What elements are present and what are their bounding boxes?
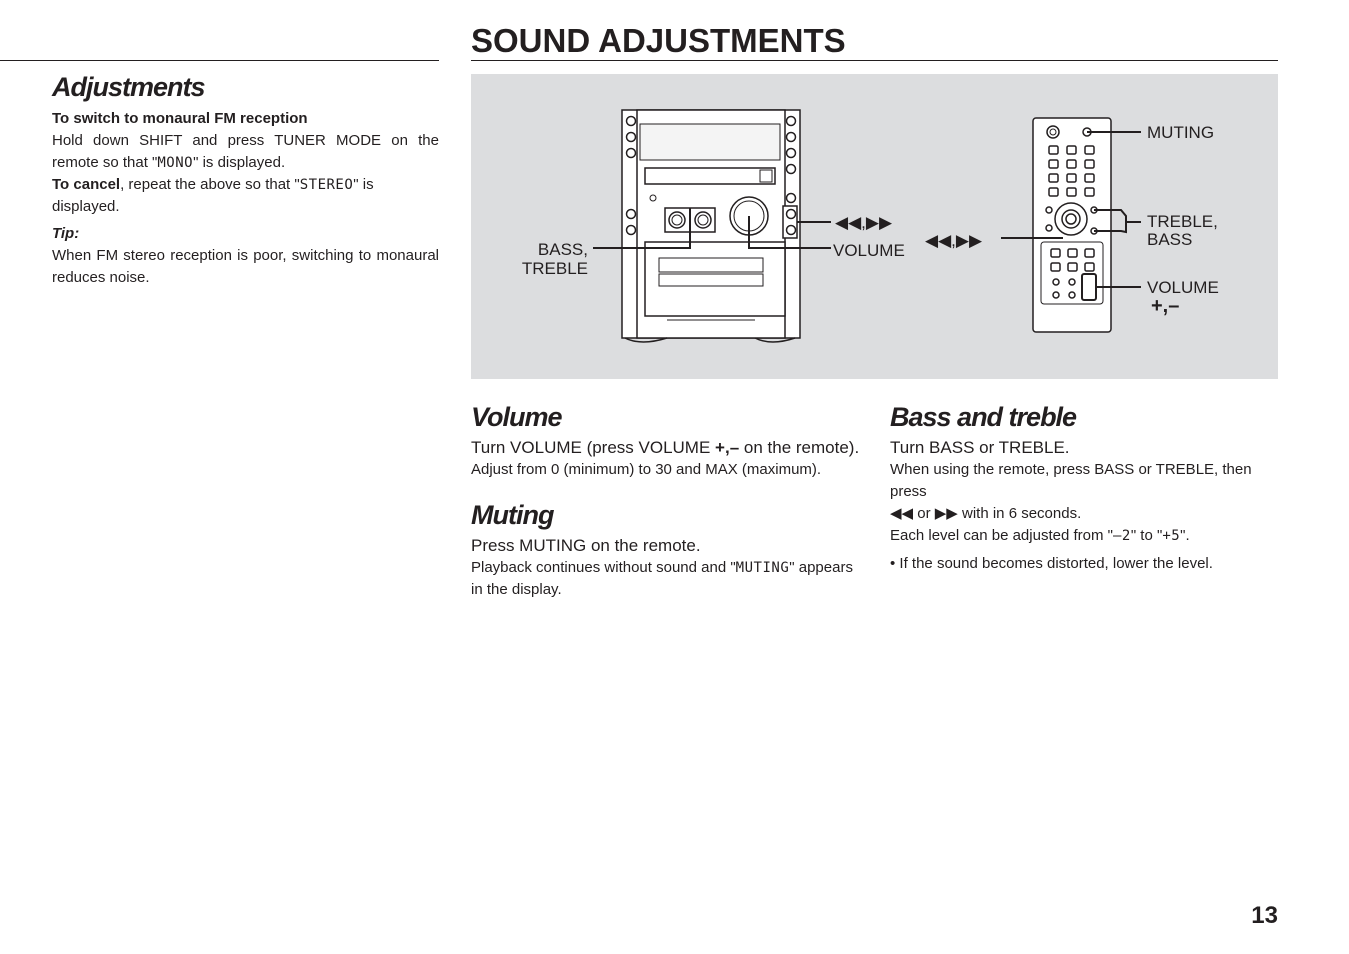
label-bass-treble-line1: BASS, (538, 240, 588, 259)
volume-plus-minus: +,– (715, 438, 740, 457)
label-treble-bass-line1: TREBLE, (1147, 212, 1218, 231)
bass-treble-line1: Turn BASS or TREBLE. (890, 438, 1070, 457)
volume-line2: Adjust from 0 (minimum) to 30 and MAX (m… (471, 461, 822, 478)
label-remote-skip: ◀◀,▶▶ (925, 231, 983, 250)
left-rule (0, 60, 439, 61)
bass-treble-bullet: • If the sound becomes distorted, lower … (890, 553, 1280, 575)
rewind-symbol: ◀◀ (890, 505, 914, 522)
cancel-instructions: To cancel, repeat the above so that "STE… (52, 174, 439, 218)
cancel-label: To cancel (52, 176, 121, 193)
volume-line1: Turn VOLUME (press VOLUME +,– on the rem… (471, 437, 866, 459)
mono-text-2: " is displayed. (193, 154, 286, 171)
label-volume-unit: VOLUME (833, 241, 905, 260)
label-treble-bass-line2: BASS (1147, 230, 1192, 249)
bass-treble-heading: Bass and treble (890, 402, 1077, 432)
volume-heading: Volume (471, 402, 563, 432)
mono-subheading: To switch to monaural FM reception (52, 110, 308, 127)
bass-treble-line4-b: ". (1180, 527, 1190, 544)
callout-lines (593, 131, 1141, 288)
adjustments-heading: Adjustments (52, 72, 206, 102)
cancel-text-2: " is displayed. (52, 176, 374, 215)
remote-control-illustration (1032, 117, 1112, 333)
bass-treble-bullet-text: If the sound becomes distorted, lower th… (899, 555, 1213, 572)
stereo-unit-illustration (621, 109, 801, 343)
level-max-display: +5 (1162, 528, 1181, 544)
label-unit-skip: ◀◀,▶▶ (835, 213, 893, 232)
muting-line2-a: Playback continues without sound and " (471, 559, 736, 576)
bass-treble-line2: When using the remote, press BASS or TRE… (890, 461, 1252, 500)
muting-line1: Press MUTING on the remote. (471, 536, 701, 555)
bass-treble-line3-b: with in 6 seconds. (957, 505, 1082, 522)
volume-section: Turn VOLUME (press VOLUME +,– on the rem… (471, 437, 866, 481)
muting-line2: Playback continues without sound and "MU… (471, 557, 861, 601)
muting-section: Press MUTING on the remote. Playback con… (471, 535, 861, 601)
adjustments-section: To switch to monaural FM reception Hold … (52, 108, 439, 289)
bullet-dot: • (890, 555, 900, 572)
mono-instructions: Hold down SHIFT and press TUNER MODE on … (52, 130, 439, 174)
stereo-remote-illustration: BASS, TREBLE ◀◀,▶▶ VOLUME ◀◀,▶▶ MUTING T… (522, 109, 1219, 343)
stereo-display-text: STEREO (299, 177, 354, 193)
page-number: 13 (1251, 902, 1278, 929)
label-volume-remote: VOLUME (1147, 278, 1219, 297)
bass-treble-line4-mid: " to " (1130, 527, 1163, 544)
cancel-text-1: , repeat the above so that " (120, 176, 300, 193)
muting-display-text: MUTING (735, 560, 790, 576)
mono-text-1: Hold down SHIFT and press TUNER MODE on … (52, 132, 439, 171)
tip-label: Tip: (52, 225, 80, 242)
bass-treble-line4-a: Each level can be adjusted from " (890, 527, 1113, 544)
title-rule (471, 60, 1278, 61)
label-plus-minus: +,– (1151, 295, 1179, 317)
mono-display-text: MONO (157, 155, 194, 171)
bass-treble-line3: ◀◀ or ▶▶ with in 6 seconds. (890, 503, 1280, 525)
muting-heading: Muting (471, 500, 554, 530)
side-knobs (625, 115, 797, 236)
volume-line1-b: on the remote). (739, 438, 860, 457)
bass-treble-or: or (913, 505, 935, 522)
bass-treble-section: Turn BASS or TREBLE. When using the remo… (890, 437, 1280, 575)
figure-panel: BASS, TREBLE ◀◀,▶▶ VOLUME ◀◀,▶▶ MUTING T… (471, 74, 1278, 379)
label-muting: MUTING (1147, 123, 1214, 142)
volume-line1-a: Turn VOLUME (press VOLUME (471, 438, 716, 457)
fast-forward-symbol: ▶▶ (934, 505, 958, 522)
level-min-display: –2 (1112, 528, 1131, 544)
muting-line2-b: " appears in the display. (471, 559, 853, 598)
label-bass-treble-line2: TREBLE (522, 259, 588, 278)
tip-text: When FM stereo reception is poor, switch… (52, 247, 439, 286)
page-title: SOUND ADJUSTMENTS (471, 22, 846, 59)
bass-treble-line4: Each level can be adjusted from "–2" to … (890, 525, 1280, 547)
